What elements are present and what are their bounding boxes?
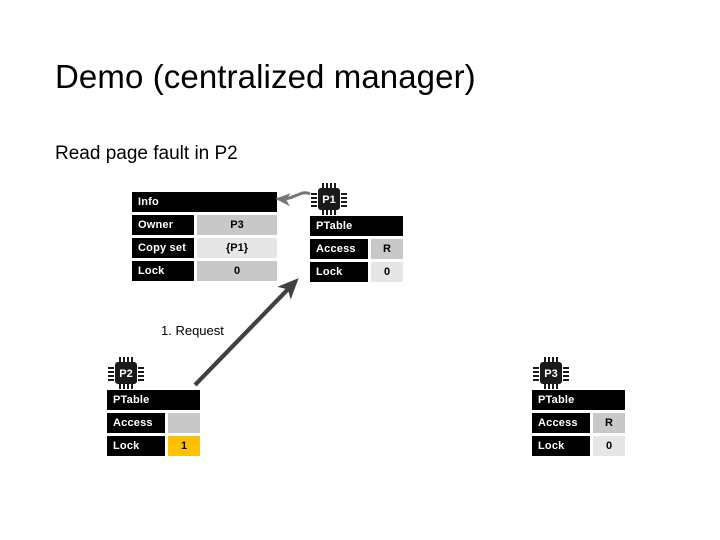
table-row: Access <box>107 413 200 433</box>
request-step-label: 1. Request <box>161 323 224 338</box>
slide-subtitle: Read page fault in P2 <box>55 143 238 164</box>
table-row: PTable <box>532 390 625 410</box>
cpu-chip-icon: P1 <box>311 183 347 215</box>
p3-lock-label: Lock <box>532 436 590 456</box>
p2-page-table: PTable Access Lock 1 <box>107 390 200 456</box>
p2-access-value <box>168 413 200 433</box>
page-title: Demo (centralized manager) <box>55 58 476 95</box>
table-row: Copy set {P1} <box>132 238 277 258</box>
processor-chip-p3: P3 <box>533 357 569 389</box>
p2-lock-label: Lock <box>107 436 165 456</box>
table-row: Lock 0 <box>132 261 277 281</box>
cpu-chip-icon: P2 <box>108 357 144 389</box>
p1-access-label: Access <box>310 239 368 259</box>
table-row: Owner P3 <box>132 215 277 235</box>
manager-info-table: Info Owner P3 Copy set {P1} Lock 0 <box>132 192 277 281</box>
info-copyset-value: {P1} <box>197 238 277 258</box>
p1-access-value: R <box>371 239 403 259</box>
processor-chip-p1: P1 <box>311 183 347 215</box>
chip-label-p3: P3 <box>544 368 557 380</box>
info-lock-value: 0 <box>197 261 277 281</box>
table-row: Lock 0 <box>310 262 403 282</box>
p2-ptable-header: PTable <box>107 390 200 410</box>
table-row: Access R <box>310 239 403 259</box>
p2-access-label: Access <box>107 413 165 433</box>
reply-arrow-line <box>275 191 311 207</box>
request-arrow <box>193 278 299 387</box>
info-owner-label: Owner <box>132 215 194 235</box>
table-row: Lock 1 <box>107 436 200 456</box>
p1-ptable-header: PTable <box>310 216 403 236</box>
p3-access-value: R <box>593 413 625 433</box>
table-row: Info <box>132 192 277 212</box>
table-row: Access R <box>532 413 625 433</box>
chip-label-p2: P2 <box>119 368 132 380</box>
chip-label-p1: P1 <box>322 194 335 206</box>
p1-lock-value: 0 <box>371 262 403 282</box>
table-row: PTable <box>310 216 403 236</box>
request-arrow-line <box>193 278 299 387</box>
p3-access-label: Access <box>532 413 590 433</box>
p2-lock-value: 1 <box>168 436 200 456</box>
info-table-header: Info <box>132 192 277 212</box>
p3-lock-value: 0 <box>593 436 625 456</box>
reply-arrow <box>275 191 311 207</box>
processor-chip-p2: P2 <box>108 357 144 389</box>
p3-ptable-header: PTable <box>532 390 625 410</box>
info-lock-label: Lock <box>132 261 194 281</box>
table-row: Lock 0 <box>532 436 625 456</box>
p1-page-table: PTable Access R Lock 0 <box>310 216 403 282</box>
p1-lock-label: Lock <box>310 262 368 282</box>
cpu-chip-icon: P3 <box>533 357 569 389</box>
table-row: PTable <box>107 390 200 410</box>
info-owner-value: P3 <box>197 215 277 235</box>
p3-page-table: PTable Access R Lock 0 <box>532 390 625 456</box>
info-copyset-label: Copy set <box>132 238 194 258</box>
